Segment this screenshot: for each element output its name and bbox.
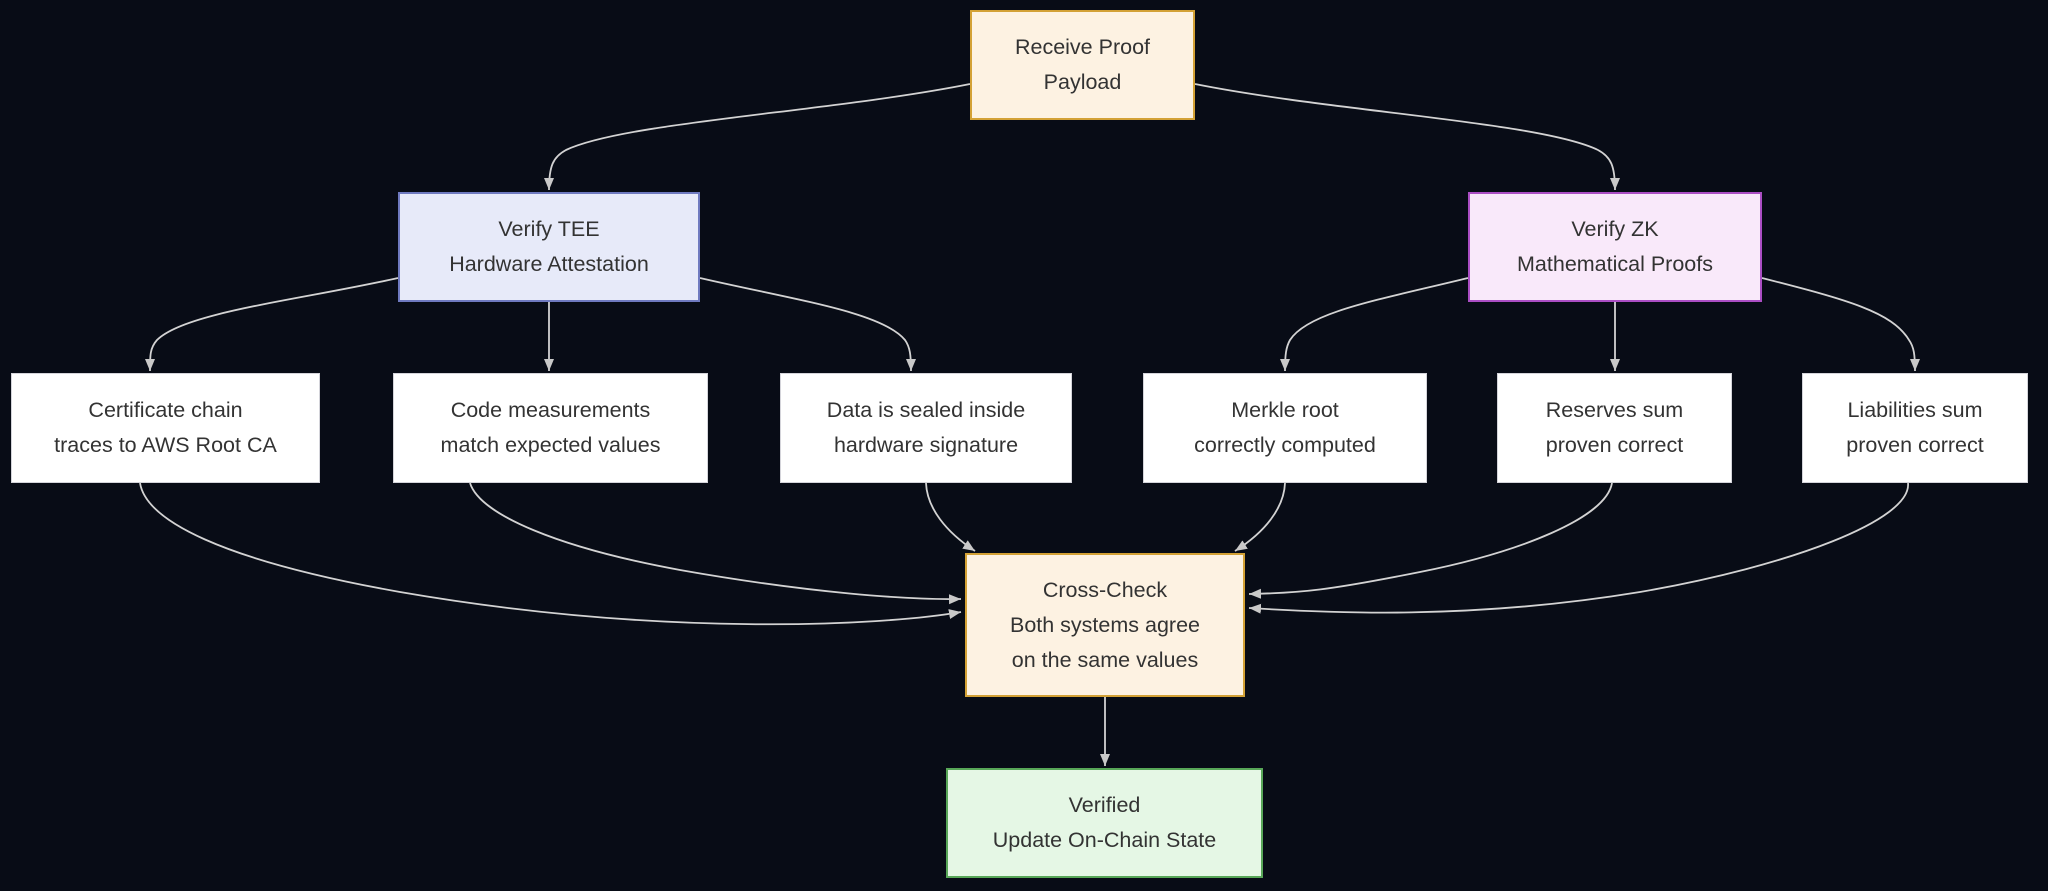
node-verify-zk: Verify ZK Mathematical Proofs [1468,192,1762,302]
node-verified: Verified Update On-Chain State [946,768,1263,878]
node-receive-proof-payload: Receive Proof Payload [970,10,1195,120]
edge-group [139,83,1920,766]
node-merkle-root: Merkle root correctly computed [1143,373,1427,483]
node-cross-check-label: Cross-Check Both systems agree on the sa… [1009,577,1200,672]
edge-cert-to-crosscheck [139,482,962,626]
edge-tee-to-cert [145,277,399,372]
edge-zk-to-merkle [1280,277,1469,372]
edge-sealed-to-crosscheck [925,482,976,552]
node-verify-tee-label: Verify TEE Hardware Attestation [449,217,649,276]
node-verify-tee: Verify TEE Hardware Attestation [398,192,700,302]
node-data-sealed: Data is sealed inside hardware signature [780,373,1072,483]
node-liabilities-sum-label: Liabilities sum proven correct [1846,398,1984,457]
edge-merkle-to-crosscheck [1234,482,1286,552]
node-cross-check: Cross-Check Both systems agree on the sa… [965,553,1245,697]
edge-code-to-crosscheck [469,482,962,605]
node-receive-proof-payload-label: Receive Proof Payload [1014,35,1151,94]
node-code-measurements-label: Code measurements match expected values [440,398,661,457]
node-data-sealed-label: Data is sealed inside hardware signature [826,398,1026,457]
edge-receive-to-tee [544,83,971,191]
node-liabilities-sum: Liabilities sum proven correct [1802,373,2028,483]
edge-zk-to-liabilities [1761,277,1920,372]
edge-liabilities-to-crosscheck [1248,482,1909,614]
node-certificate-chain-label: Certificate chain traces to AWS Root CA [54,398,277,457]
node-reserves-sum: Reserves sum proven correct [1497,373,1732,483]
edge-receive-to-zk [1194,83,1620,191]
edge-reserves-to-crosscheck [1248,482,1613,599]
node-reserves-sum-label: Reserves sum proven correct [1545,398,1684,457]
node-verified-label: Verified Update On-Chain State [992,793,1217,852]
node-certificate-chain: Certificate chain traces to AWS Root CA [11,373,320,483]
node-merkle-root-label: Merkle root correctly computed [1194,398,1376,457]
edge-tee-to-sealed [699,277,916,372]
node-code-measurements: Code measurements match expected values [393,373,708,483]
node-verify-zk-label: Verify ZK Mathematical Proofs [1517,217,1713,276]
